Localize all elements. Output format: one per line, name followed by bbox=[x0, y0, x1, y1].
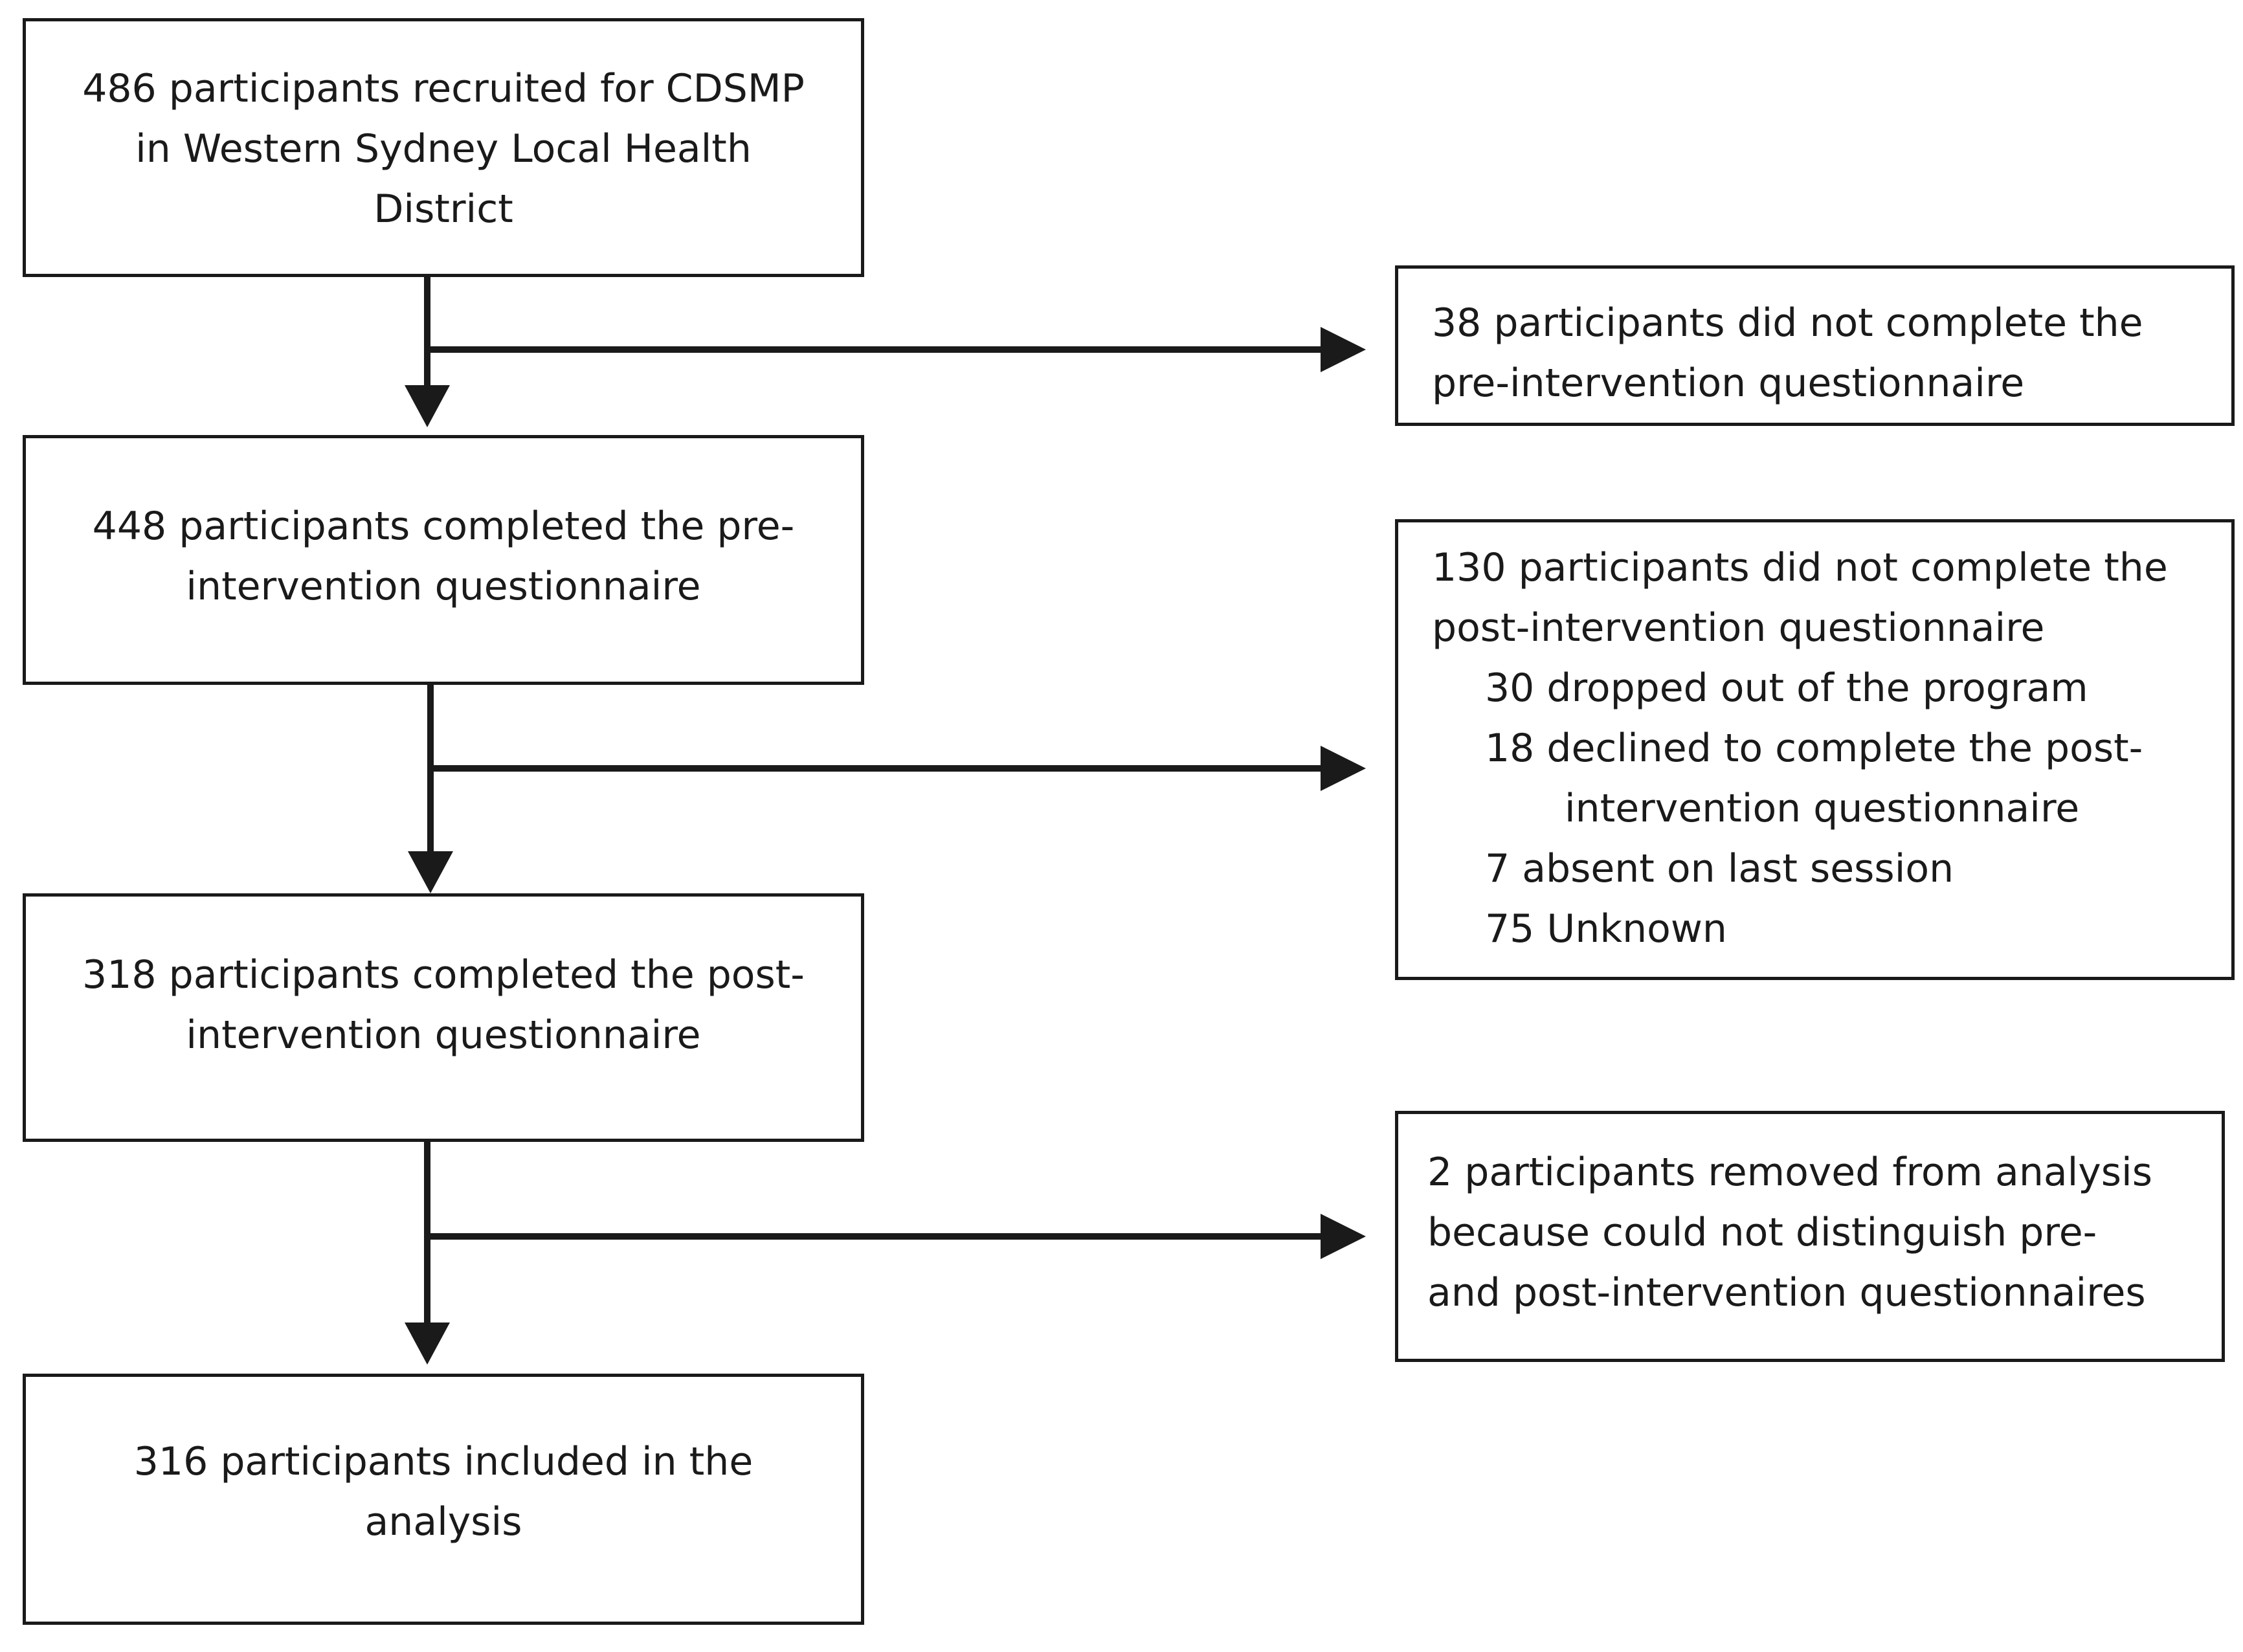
exclusion-box-post: 130 participants did not complete the po… bbox=[1395, 519, 2235, 980]
step-recruited-line-2: in Western Sydney Local Health bbox=[135, 126, 752, 172]
step-recruited-line-1: 486 participants recruited for CDSMP bbox=[82, 66, 805, 111]
step-analysis-line-1: 316 participants included in the bbox=[133, 1439, 753, 1484]
exclusion-analysis-line-2: because could not distinguish pre- bbox=[1427, 1210, 2097, 1255]
step-pre-line-2: intervention questionnaire bbox=[186, 564, 701, 609]
exclusion-analysis-line-3: and post-intervention questionnaires bbox=[1427, 1270, 2146, 1315]
arrow-to-exclusion-analysis bbox=[427, 1214, 1366, 1259]
arrow-post-to-analysis bbox=[405, 1142, 450, 1365]
arrow-to-exclusion-pre bbox=[427, 327, 1366, 372]
step-box-pre-completed: 448 participants completed the pre- inte… bbox=[23, 435, 864, 685]
arrow-pre-to-post bbox=[408, 685, 453, 893]
step-box-analysis: 316 participants included in the analysi… bbox=[23, 1374, 864, 1625]
step-recruited-line-3: District bbox=[374, 186, 513, 232]
arrow-recruited-to-pre bbox=[405, 277, 450, 427]
arrow-to-exclusion-post bbox=[430, 746, 1366, 791]
step-box-post-completed: 318 participants completed the post- int… bbox=[23, 893, 864, 1142]
step-post-line-1: 318 participants completed the post- bbox=[82, 952, 805, 998]
exclusion-analysis-line-1: 2 participants removed from analysis bbox=[1427, 1150, 2152, 1195]
step-post-line-2: intervention questionnaire bbox=[186, 1012, 701, 1058]
exclusion-pre-line-2: pre-intervention questionnaire bbox=[1432, 361, 2025, 406]
step-box-recruited: 486 participants recruited for CDSMP in … bbox=[23, 18, 864, 277]
exclusion-post-line-2: post-intervention questionnaire bbox=[1432, 605, 2045, 651]
exclusion-reason-dropped: 30 dropped out of the program bbox=[1485, 665, 2088, 711]
exclusion-pre-line-1: 38 participants did not complete the bbox=[1432, 300, 2143, 346]
exclusion-reason-declined: 18 declined to complete the post- bbox=[1485, 726, 2143, 771]
exclusion-post-line-1: 130 participants did not complete the bbox=[1432, 545, 2168, 590]
step-pre-line-1: 448 participants completed the pre- bbox=[92, 504, 795, 549]
exclusion-reason-absent: 7 absent on last session bbox=[1485, 846, 1954, 891]
exclusion-reason-unknown: 75 Unknown bbox=[1485, 906, 1727, 952]
step-analysis-line-2: analysis bbox=[364, 1499, 522, 1545]
exclusion-box-pre: 38 participants did not complete the pre… bbox=[1395, 265, 2235, 426]
exclusion-reason-declined-cont: intervention questionnaire bbox=[1565, 786, 2080, 831]
exclusion-box-analysis: 2 participants removed from analysis bec… bbox=[1395, 1111, 2225, 1362]
